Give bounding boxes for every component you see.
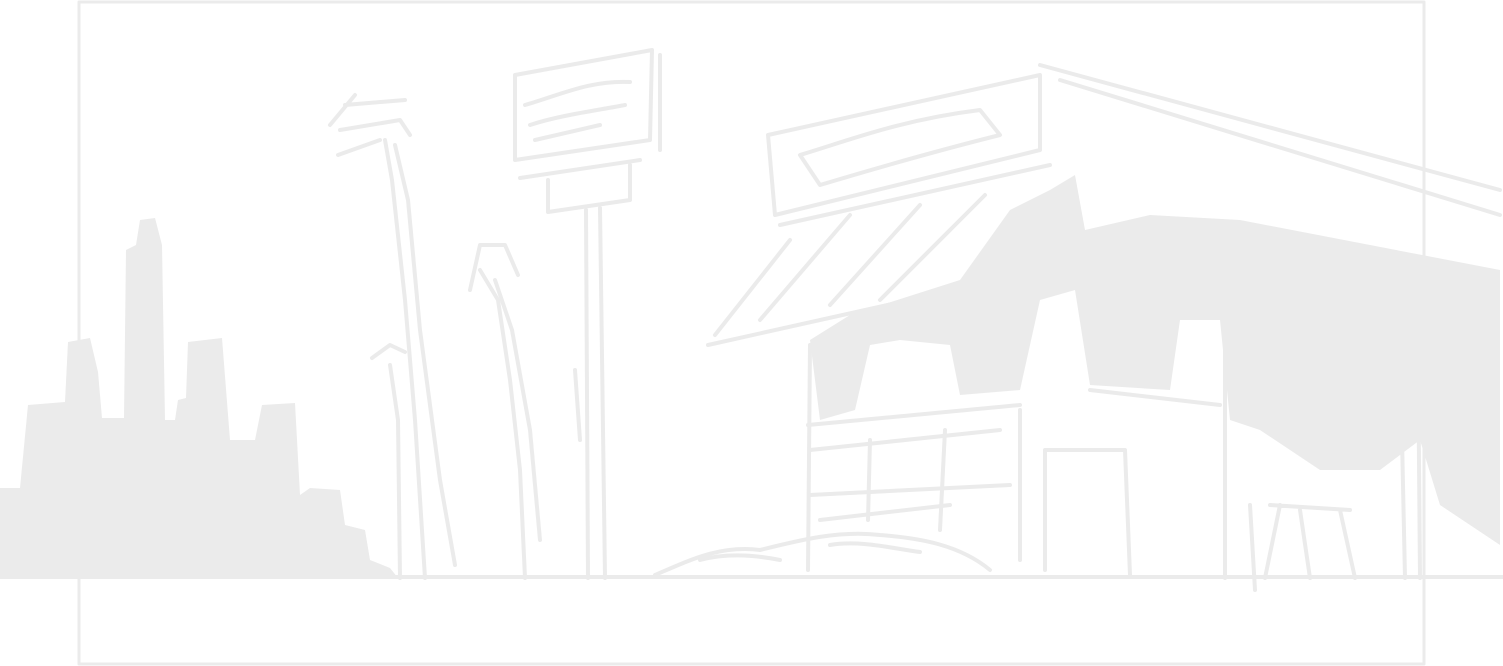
shrubs [653, 531, 992, 577]
pole-sign [513, 48, 662, 580]
city-skyline [0, 218, 398, 578]
palm-trees [328, 93, 582, 580]
building [706, 63, 1502, 592]
